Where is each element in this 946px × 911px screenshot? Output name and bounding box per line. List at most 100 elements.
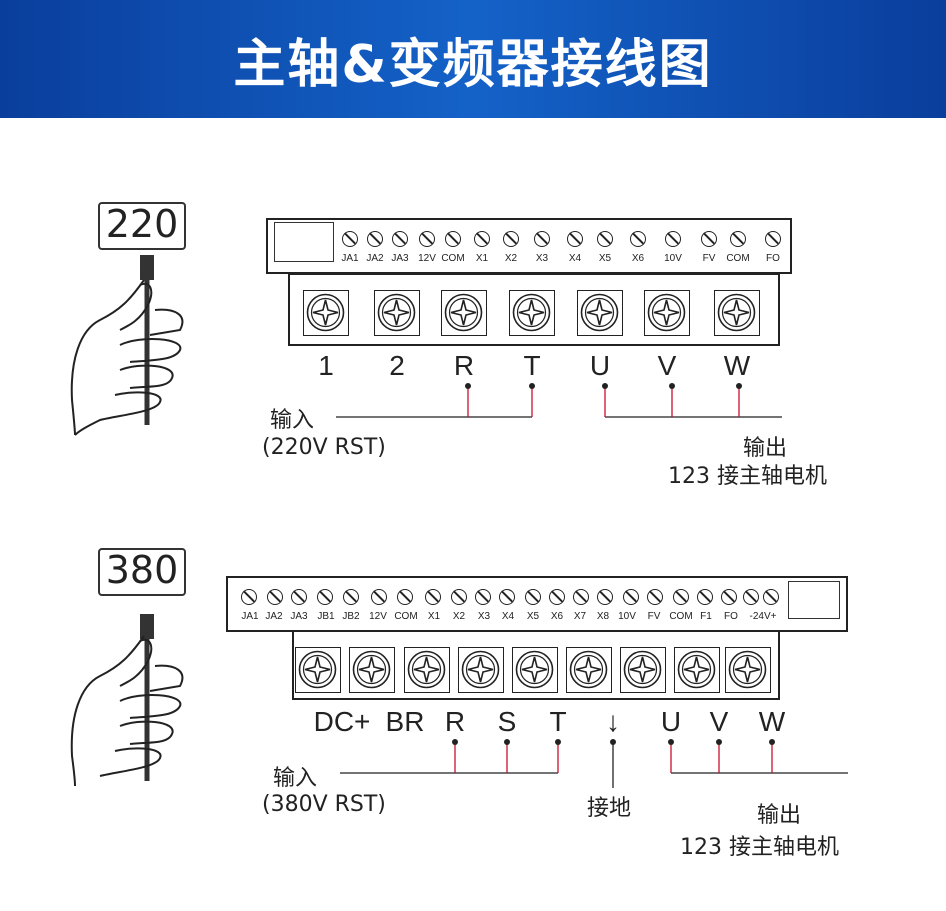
control-terminal-screw: [475, 589, 491, 605]
screw-icon: [728, 650, 767, 689]
control-terminal-label: X2: [504, 253, 518, 264]
control-terminal-screw: [241, 589, 257, 605]
screw-icon: [677, 650, 716, 689]
screw-icon: [717, 293, 756, 332]
control-terminal-screw: [567, 231, 583, 247]
control-terminal-screw: [534, 231, 550, 247]
control-terminal-screw: [721, 589, 737, 605]
input-voltage-380: (380V RST): [262, 792, 386, 817]
power-terminal-screw: [349, 647, 395, 693]
output-desc-380: 123 接主轴电机: [680, 835, 839, 860]
control-terminal-label: X6: [631, 253, 645, 264]
control-terminal-screw: [474, 231, 490, 247]
control-terminal-label: 12V: [418, 253, 436, 264]
control-terminal-screw: [630, 231, 646, 247]
control-terminal-screw: [573, 589, 589, 605]
power-terminal-label: R: [453, 350, 475, 381]
control-terminal-screw: [597, 589, 613, 605]
control-terminal-label: -24V+: [749, 611, 777, 622]
page-title: 主轴&变频器接线图: [233, 35, 713, 95]
screw-icon: [512, 293, 551, 332]
control-terminal-label: COM: [441, 253, 465, 264]
control-terminal-label: FO: [724, 611, 738, 622]
hand-holding-wire-icon: [70, 255, 184, 436]
power-terminal-label: 2: [389, 350, 405, 381]
power-terminal-label: V: [709, 706, 729, 737]
power-terminal-label: ↓: [606, 706, 620, 737]
control-terminal-screw: [647, 589, 663, 605]
power-terminal-screw: [458, 647, 504, 693]
power-terminal-screw: [566, 647, 612, 693]
power-terminal-label: R: [444, 706, 466, 737]
control-terminal-screw: [419, 231, 435, 247]
control-terminal-screw: [743, 589, 759, 605]
screw-icon: [461, 650, 500, 689]
control-terminal-label: X4: [568, 253, 582, 264]
control-terminal-screw: [665, 231, 681, 247]
power-terminal-screw: [303, 290, 349, 336]
screw-icon: [306, 293, 345, 332]
power-terminal-label: DC+: [313, 706, 371, 737]
input-voltage-220: (220V RST): [262, 435, 386, 460]
control-terminal-label: X3: [477, 611, 491, 622]
control-terminal-screw: [397, 589, 413, 605]
output-desc-220: 123 接主轴电机: [668, 464, 827, 489]
screw-icon: [623, 650, 662, 689]
screw-icon: [298, 650, 337, 689]
control-terminal-label: COM: [726, 253, 750, 264]
control-terminal-label: X5: [598, 253, 612, 264]
control-terminal-strip-380: [226, 576, 848, 632]
control-terminal-screw: [673, 589, 689, 605]
input-label-220: 输入: [270, 408, 315, 433]
control-terminal-screw: [765, 231, 781, 247]
control-terminal-screw: [317, 589, 333, 605]
control-terminal-label: X3: [535, 253, 549, 264]
control-terminal-label: 10V: [618, 611, 636, 622]
control-terminal-label: JB2: [342, 611, 360, 622]
control-terminal-label: 10V: [664, 253, 682, 264]
control-terminal-screw: [499, 589, 515, 605]
label-box: [274, 222, 334, 262]
power-terminal-label: T: [549, 706, 567, 737]
control-terminal-screw: [425, 589, 441, 605]
power-terminal-label: W: [758, 706, 786, 737]
power-terminal-label: U: [589, 350, 611, 381]
power-terminal-screw: [509, 290, 555, 336]
control-terminal-label: X6: [550, 611, 564, 622]
hand-holding-wire-icon: [70, 614, 184, 786]
control-terminal-label: X4: [501, 611, 515, 622]
control-terminal-screw: [525, 589, 541, 605]
power-terminal-screw: [577, 290, 623, 336]
control-terminal-screw: [701, 231, 717, 247]
power-terminal-screw: [374, 290, 420, 336]
control-terminal-screw: [342, 231, 358, 247]
output-label-220: 输出: [743, 436, 788, 461]
control-terminal-label: JB1: [317, 611, 335, 622]
control-terminal-screw: [291, 589, 307, 605]
control-terminal-screw: [503, 231, 519, 247]
screw-icon: [407, 650, 446, 689]
input-label-380: 输入: [273, 766, 318, 791]
power-terminal-label: W: [723, 350, 751, 381]
control-terminal-label: FO: [766, 253, 780, 264]
control-terminal-label: JA3: [391, 253, 409, 264]
output-label-380: 输出: [757, 803, 802, 828]
control-terminal-label: FV: [647, 611, 661, 622]
control-terminal-label: JA2: [265, 611, 283, 622]
ground-label-380: 接地: [587, 796, 632, 821]
control-terminal-label: X8: [596, 611, 610, 622]
control-terminal-label: JA3: [290, 611, 308, 622]
power-terminal-screw: [674, 647, 720, 693]
power-terminal-screw: [295, 647, 341, 693]
control-terminal-screw: [371, 589, 387, 605]
control-terminal-screw: [597, 231, 613, 247]
control-terminal-label: X5: [526, 611, 540, 622]
power-terminal-screw: [620, 647, 666, 693]
control-terminal-label: COM: [669, 611, 693, 622]
control-terminal-screw: [451, 589, 467, 605]
control-terminal-screw: [445, 231, 461, 247]
control-terminal-label: JA1: [341, 253, 359, 264]
control-terminal-screw: [267, 589, 283, 605]
power-terminal-screw: [644, 290, 690, 336]
